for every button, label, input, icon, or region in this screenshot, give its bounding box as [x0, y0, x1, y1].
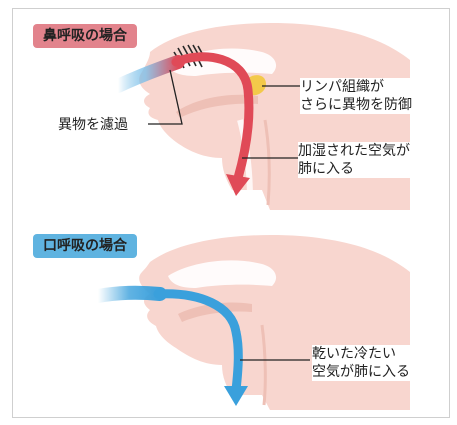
nose-breathing-title: 鼻呼吸の場合 — [33, 24, 137, 48]
mouth-breathing-title: 口呼吸の場合 — [33, 234, 137, 258]
lymph-label: リンパ組織が さらに異物を防御 — [300, 78, 412, 114]
dry-air-label: 乾いた冷たい 空気が肺に入る — [312, 345, 410, 381]
mouth-inhale-arrow — [98, 293, 160, 296]
mouth-head-illustration — [139, 235, 410, 410]
humidified-air-label: 加湿された空気が 肺に入る — [298, 142, 410, 178]
filter-label: 異物を濾過 — [56, 116, 130, 134]
mouth-airflow-arrowhead — [224, 386, 248, 406]
